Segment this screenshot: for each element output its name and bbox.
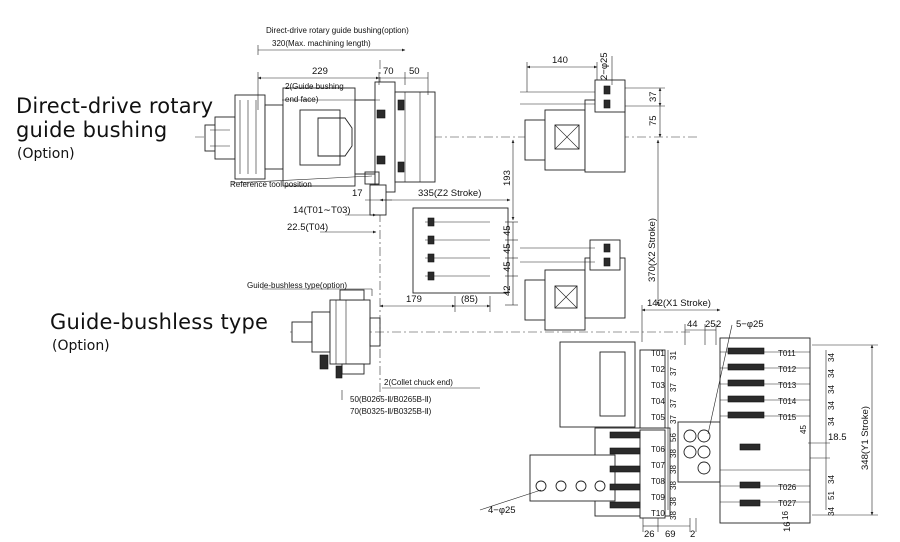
vdim: 37 xyxy=(669,415,678,424)
dim-75: 75 xyxy=(648,115,659,126)
vdim: 38 xyxy=(669,497,678,506)
dim-44: 44 xyxy=(687,319,698,330)
dim-70: 70 xyxy=(383,66,394,77)
vdim: 38 xyxy=(669,511,678,520)
dim-50: 50 xyxy=(409,66,420,77)
tool-label: T04 xyxy=(651,397,665,406)
rotary-option-label: (Option) xyxy=(17,146,75,162)
tool-label: T06 xyxy=(651,445,665,454)
dim-18-5: 18.5 xyxy=(828,432,847,443)
guide-bushless-title: Guide-bushless type xyxy=(50,310,269,334)
vdim: 34 xyxy=(827,369,836,378)
vdim: 37 xyxy=(669,399,678,408)
tool-label: T013 xyxy=(778,381,797,390)
dim-16: 16 xyxy=(782,521,793,532)
vdim: 34 xyxy=(827,417,836,426)
rotary-guide-bushing-title: Direct-drive rotary guide bushing xyxy=(16,94,213,142)
tool-label: T05 xyxy=(651,413,665,422)
rotary-bushing-assembly xyxy=(204,81,436,216)
callout-max-machining: 320(Max. machining length) xyxy=(272,39,371,48)
dim-t04: 22.5(T04) xyxy=(287,222,328,233)
vdim: 34 xyxy=(827,401,836,410)
tool-label: T10 xyxy=(651,509,665,518)
tool-label: T03 xyxy=(651,381,665,390)
dim-37: 37 xyxy=(648,91,659,102)
tool-label: T027 xyxy=(778,499,797,508)
vdim: 51 xyxy=(827,491,836,500)
dim-2b: 2 xyxy=(690,529,695,540)
dim-y1-stroke: 348(Y1 Stroke) xyxy=(860,406,871,470)
vdim: 31 xyxy=(669,351,678,360)
vdim: 56 xyxy=(669,433,678,442)
dim-69: 69 xyxy=(665,529,676,540)
back-tool-post-lower xyxy=(520,239,626,331)
dim-193: 193 xyxy=(502,170,513,186)
dim-25: 25 xyxy=(705,319,716,330)
tool-label: T026 xyxy=(778,483,797,492)
vdim: 34 xyxy=(827,353,836,362)
callout-rotary-bushing: Direct-drive rotary guide bushing(option… xyxy=(266,26,409,35)
callout-reference-tool: Reference tool position xyxy=(230,180,312,189)
gang-tool-post-upper xyxy=(412,207,509,294)
vdim: 34 xyxy=(827,475,836,484)
guide-bushless-assembly xyxy=(291,289,381,379)
dim-phi25-right: 5−φ25 xyxy=(736,319,764,330)
dim-x2-stroke: 370(X2 Stroke) xyxy=(647,218,658,282)
vdim: 38 xyxy=(669,449,678,458)
dim-45c: 45 xyxy=(502,261,513,272)
dim-z2-stroke: 335(Z2 Stroke) xyxy=(418,188,481,199)
tool-label: T014 xyxy=(778,397,797,406)
tool-label: T02 xyxy=(651,365,665,374)
vdim: 16 xyxy=(781,511,790,520)
bushless-option-label: (Option) xyxy=(52,338,110,354)
callout-model-70: 70(B0325-Ⅱ/B0325B-Ⅱ) xyxy=(350,407,432,416)
dim-140: 140 xyxy=(552,55,568,66)
dim-26: 26 xyxy=(644,529,655,540)
tool-label: T015 xyxy=(778,413,797,422)
vdim: 38 xyxy=(669,481,678,490)
dim-17: 17 xyxy=(352,188,363,199)
vdim: 34 xyxy=(827,385,836,394)
tool-label: T09 xyxy=(651,493,665,502)
tool-labels-left: T01 T02 T03 T04 T05 T06 T07 T08 T09 T10 xyxy=(651,349,665,518)
dim-229: 229 xyxy=(312,66,328,77)
callout-bushless-option: Guide-bushless type(option) xyxy=(247,281,347,290)
rotary-title-line2: guide bushing xyxy=(16,118,168,142)
dim-2a: 2 xyxy=(716,319,721,330)
dim-phi25-top: 2−φ25 xyxy=(599,52,610,80)
callout-collet-chuck: 2(Collet chuck end) xyxy=(384,378,453,387)
rotary-title-line1: Direct-drive rotary xyxy=(16,94,214,118)
dim-179: 179 xyxy=(406,294,422,305)
dim-42: 42 xyxy=(502,285,513,296)
tool-label: T01 xyxy=(651,349,665,358)
gang-tool-plate xyxy=(529,337,811,524)
dim-85: (85) xyxy=(461,294,478,305)
tool-label: T08 xyxy=(651,477,665,486)
callout-model-50: 50(B0265-Ⅱ/B0265B-Ⅱ) xyxy=(350,395,432,404)
callout-guide-bushing-2: end face) xyxy=(285,95,319,104)
back-tool-post-upper xyxy=(520,79,626,173)
tool-label: T012 xyxy=(778,365,797,374)
vdim: 34 xyxy=(827,507,836,516)
dim-t01-t03: 14(T01∼T03) xyxy=(293,205,351,216)
vdim: 37 xyxy=(669,383,678,392)
tool-label: T011 xyxy=(778,349,796,358)
vdim: 45 xyxy=(799,425,808,434)
tool-labels-right: T011 T012 T013 T014 T015 T026 T027 xyxy=(778,349,797,508)
vdim: 37 xyxy=(669,367,678,376)
vertical-dims-left: 31 37 37 37 37 56 38 38 38 38 38 xyxy=(669,351,678,520)
tool-label: T07 xyxy=(651,461,665,470)
dim-45b: 45 xyxy=(502,243,513,254)
dim-x1-stroke: 142(X1 Stroke) xyxy=(647,298,711,309)
dim-45a: 45 xyxy=(502,225,513,236)
vdim: 38 xyxy=(669,465,678,474)
dim-phi25-bottom: 4−φ25 xyxy=(488,505,516,516)
vertical-dims-right: 34 34 34 34 34 45 34 51 34 16 xyxy=(781,353,836,520)
callout-guide-bushing-1: 2(Guide bushing xyxy=(285,82,344,91)
